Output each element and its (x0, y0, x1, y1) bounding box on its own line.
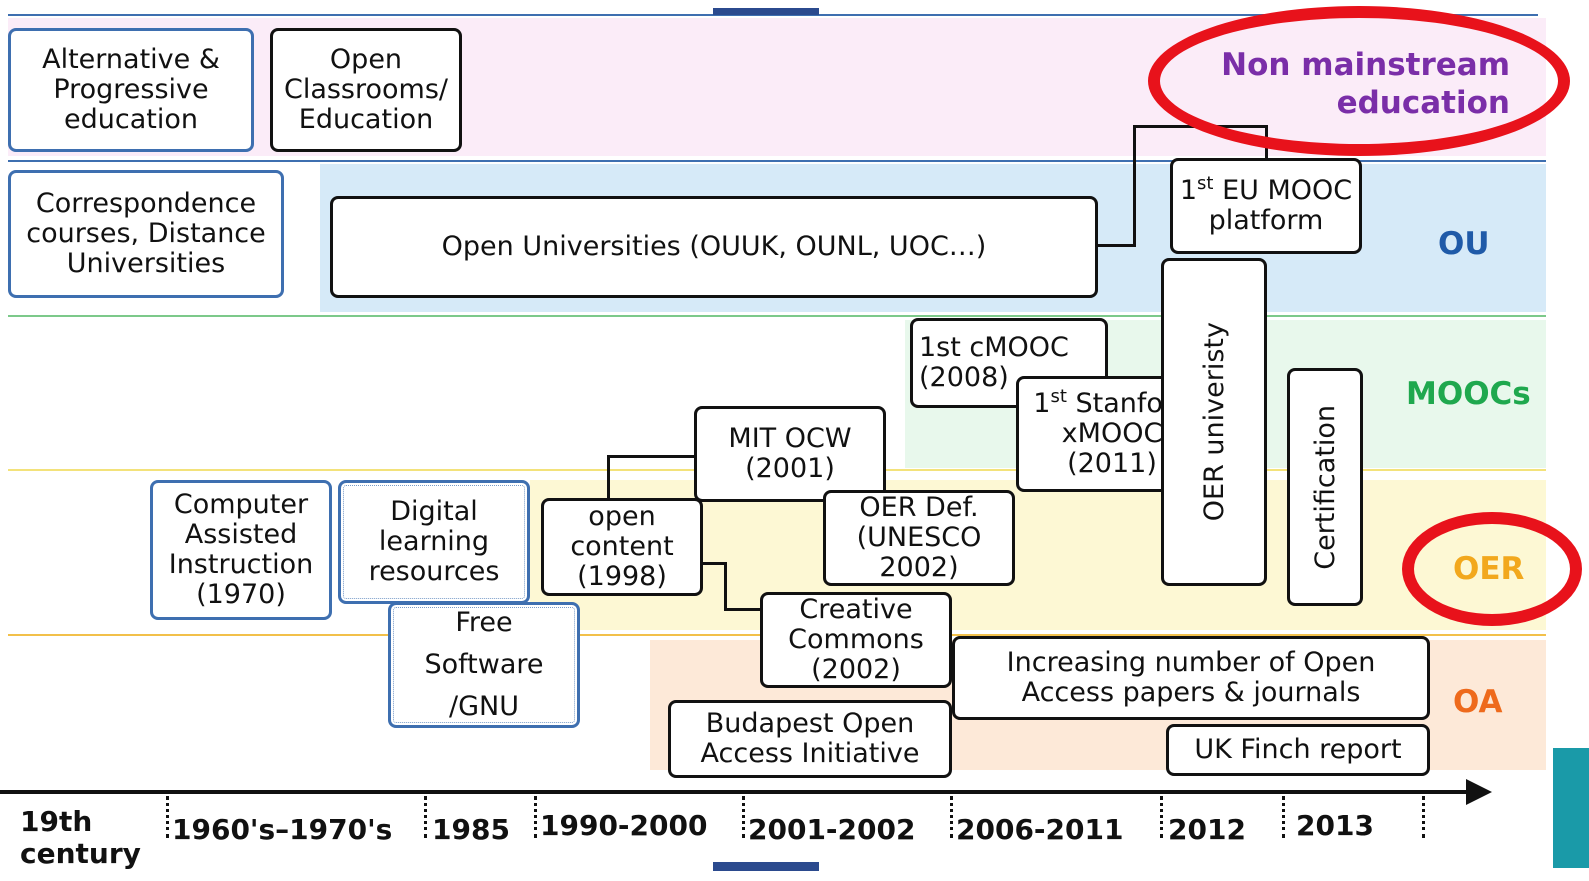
connector-open-cc-h (702, 562, 726, 565)
label-oa: OA (1453, 684, 1503, 720)
box-free-software: Free Software /GNU (388, 602, 580, 728)
tick-3 (534, 796, 537, 838)
box-open-access-papers: Increasing number of Open Access papers … (952, 636, 1430, 720)
connector-ou-eu (1097, 244, 1135, 247)
box-correspondence: Correspondence courses, Distance Univers… (8, 170, 284, 298)
box-mit-ocw: MIT OCW (2001) (694, 406, 886, 502)
tick-6 (1160, 796, 1163, 838)
timeline-label-1985: 1985 (432, 813, 510, 846)
tick-7 (1282, 796, 1285, 838)
timeline-label-2012: 2012 (1168, 813, 1246, 846)
box-cmooc: 1st cMOOC (2008) (910, 318, 1108, 408)
timeline-label-2001: 2001-2002 (748, 813, 916, 846)
box-oer-def: OER Def. (UNESCO 2002) (823, 490, 1015, 586)
box-open-universities: Open Universities (OUUK, OUNL, UOC…) (330, 196, 1098, 298)
timeline-label-19th: 19th century (20, 805, 141, 870)
timeline-label-1990: 1990-2000 (540, 809, 708, 842)
timeline-arrowhead (1466, 779, 1492, 805)
separator-moocs (8, 315, 1546, 317)
label-moocs: MOOCs (1406, 376, 1531, 412)
label-ou: OU (1438, 226, 1490, 262)
tick-8 (1422, 796, 1425, 838)
tick-5 (950, 796, 953, 838)
connector-open-cc-h2 (724, 608, 764, 611)
box-open-classrooms: Open Classrooms/ Education (270, 28, 462, 152)
tick-4 (742, 796, 745, 838)
box-certification: Certification (1287, 368, 1363, 606)
highlight-ring-nonmainstream (1148, 6, 1570, 156)
separator-top (8, 14, 1538, 16)
box-creative-commons: Creative Commons (2002) (760, 592, 952, 688)
timeline-label-2006: 2006-2011 (956, 813, 1124, 846)
box-uk-finch: UK Finch report (1166, 724, 1430, 776)
box-budapest: Budapest Open Access Initiative (668, 700, 952, 778)
timeline-label-2013: 2013 (1296, 809, 1374, 842)
connector-mit-open-h (607, 455, 697, 458)
timeline-axis (0, 790, 1470, 794)
slide-marker-bottom (713, 862, 819, 871)
box-alt-progressive: Alternative & Progressive education (8, 28, 254, 152)
slide-marker-top (713, 8, 819, 15)
box-oer-university: OER univeristy (1161, 258, 1267, 586)
highlight-ring-oer (1402, 512, 1582, 626)
tick-1 (166, 796, 169, 838)
connector-open-cc-v (724, 562, 727, 610)
connector-ou-eu-vert (1133, 125, 1136, 247)
box-eu-mooc: 1st EU MOOC platform (1170, 158, 1362, 254)
box-cai: Computer Assisted Instruction (1970) (150, 480, 332, 620)
separator-ou (8, 160, 1546, 162)
connector-mit-open-v (607, 455, 610, 500)
box-open-content: open content (1998) (541, 498, 703, 596)
timeline-label-1960s: 1960's–1970's (172, 813, 393, 846)
tick-2 (424, 796, 427, 838)
seal-logo-fragment (1553, 748, 1589, 868)
box-digital-learning: Digital learning resources (338, 480, 530, 604)
